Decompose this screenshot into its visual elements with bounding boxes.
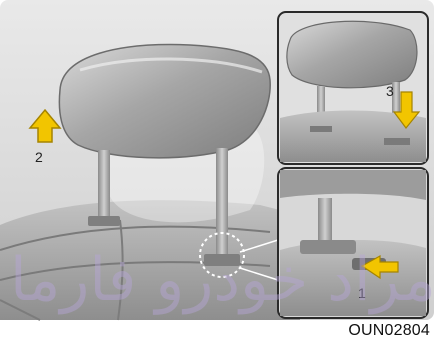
callout-2: 2 [35, 149, 43, 165]
figure-code: OUN02804 [348, 322, 430, 340]
inset-top [278, 12, 428, 164]
callout-3: 3 [386, 83, 394, 99]
guide-sleeve-left [88, 216, 120, 226]
watermark: مراد خودرو فارما [10, 245, 434, 315]
headrest-rod-left [98, 150, 110, 220]
headrest-rod-right [216, 148, 228, 258]
